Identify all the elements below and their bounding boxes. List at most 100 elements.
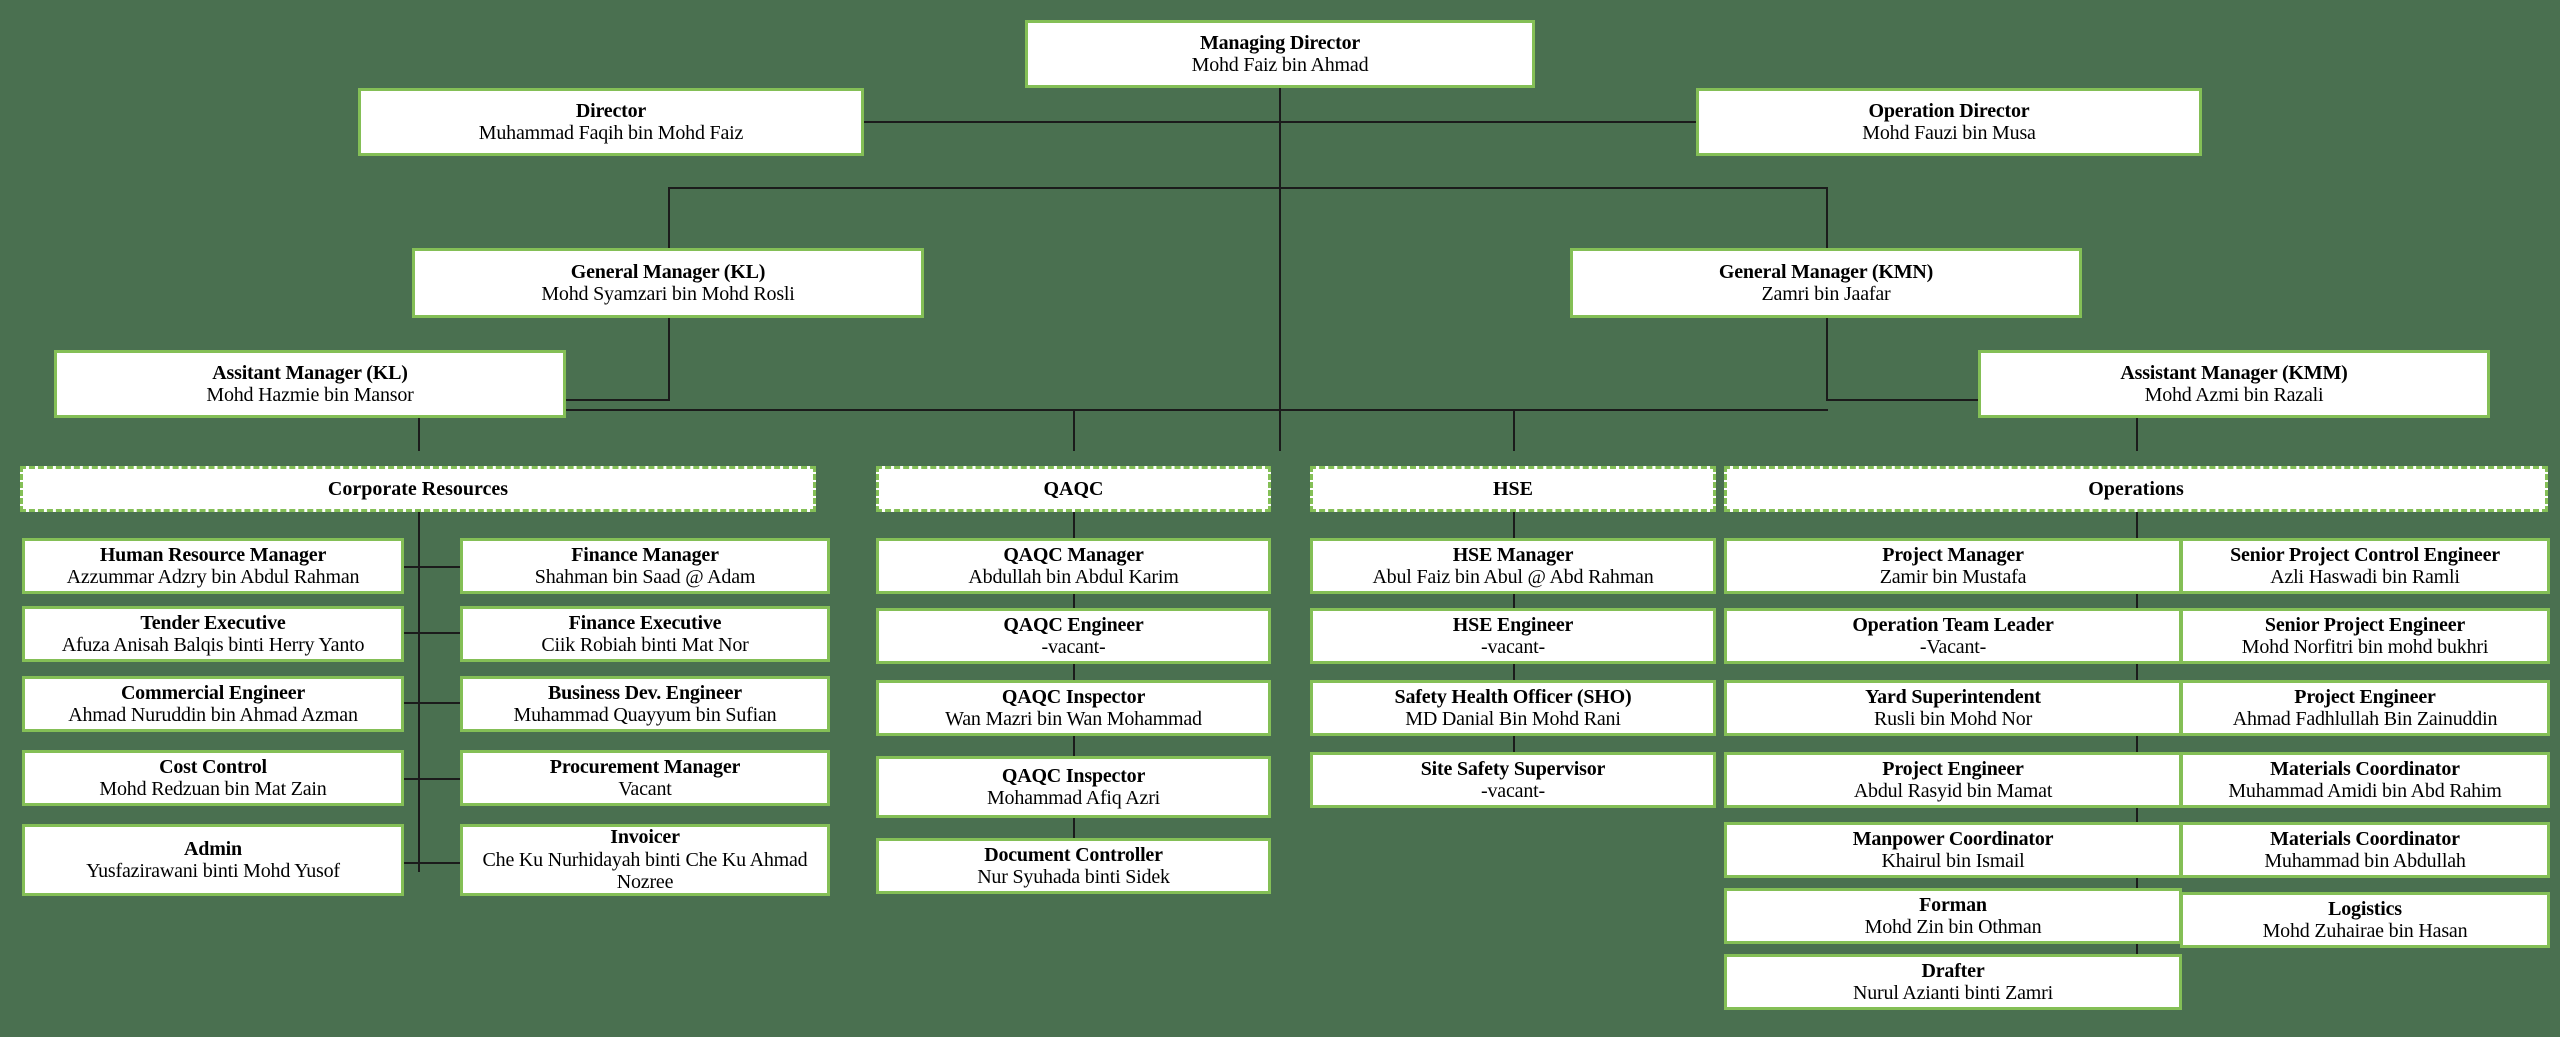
node-operations-right-3[interactable]: Project Engineer Ahmad Fadhlullah Bin Za… [2180,680,2550,736]
node-corporate-right-5[interactable]: Invoicer Che Ku Nurhidayah binti Che Ku … [460,824,830,896]
node-person: Mohd Redzuan bin Mat Zain [99,778,327,800]
node-operations-left-3[interactable]: Yard Superintendent Rusli bin Mohd Nor [1724,680,2182,736]
node-person: MD Danial Bin Mohd Rani [1405,708,1621,730]
node-title: Human Resource Manager [99,543,327,566]
node-person: Azli Haswadi bin Ramli [2270,566,2460,588]
node-person: Ciik Robiah binti Mat Nor [541,634,749,656]
node-operations-left-6[interactable]: Forman Mohd Zin bin Othman [1724,888,2182,944]
connector-corporate-r1 [403,566,463,568]
node-person: Wan Mazri bin Wan Mohammad [945,708,1202,730]
node-title: Materials Coordinator [2270,827,2460,850]
node-title: Project Engineer [2294,685,2436,708]
node-title: Commercial Engineer [120,681,306,704]
connector-corporate-spine [418,512,420,872]
node-person: Muhammad Faqih bin Mohd Faiz [478,122,744,144]
node-title: Assistant Manager (KMM) [2120,361,2348,384]
node-corporate-left-2[interactable]: Tender Executive Afuza Anisah Balqis bin… [22,606,404,662]
node-person: Zamri bin Jaafar [1761,283,1891,305]
node-person: Rusli bin Mohd Nor [1873,708,2033,730]
node-person: Muhammad Amidi bin Abd Rahim [2228,780,2502,802]
node-hse-4[interactable]: Site Safety Supervisor -vacant- [1310,752,1716,808]
node-operation-director[interactable]: Operation Director Mohd Fauzi bin Musa [1696,88,2202,156]
node-qaqc-4[interactable]: QAQC Inspector Mohammad Afiq Azri [876,756,1271,818]
node-hse-1[interactable]: HSE Manager Abul Faiz bin Abul @ Abd Rah… [1310,538,1716,594]
node-qaqc-5[interactable]: Document Controller Nur Syuhada binti Si… [876,838,1271,894]
node-person: Afuza Anisah Balqis binti Herry Yanto [61,634,365,656]
node-person: Nurul Azianti binti Zamri [1853,982,2053,1004]
node-person: Mohd Fauzi bin Musa [1862,122,2036,144]
node-title: Senior Project Engineer [2264,613,2466,636]
connector-gmkl-to-am [668,317,670,401]
node-person: Ahmad Fadhlullah Bin Zainuddin [2232,708,2498,730]
node-hse-3[interactable]: Safety Health Officer (SHO) MD Danial Bi… [1310,680,1716,736]
node-operations-right-5[interactable]: Materials Coordinator Muhammad bin Abdul… [2180,822,2550,878]
node-person: Mohammad Afiq Azri [986,787,1161,809]
node-assistant-manager-kmm[interactable]: Assistant Manager (KMM) Mohd Azmi bin Ra… [1978,350,2490,418]
node-title: Project Manager [1882,543,2024,566]
node-operations-left-4[interactable]: Project Engineer Abdul Rasyid bin Mamat [1724,752,2182,808]
node-person: Zamir bin Mustafa [1879,566,2027,588]
connector-gmkl-drop [668,187,670,250]
node-managing-director[interactable]: Managing Director Mohd Faiz bin Ahmad [1025,20,1535,88]
node-title: Document Controller [984,843,1163,866]
connector-am-kmm [1826,399,1978,401]
node-person: -vacant- [1481,636,1545,658]
node-corporate-left-1[interactable]: Human Resource Manager Azzummar Adzry bi… [22,538,404,594]
node-title: Drafter [1921,959,1985,982]
node-person: Muhammad bin Abdullah [2264,850,2466,872]
department-header-corporate-resources[interactable]: Corporate Resources [20,466,816,512]
node-title: Manpower Coordinator [1852,827,2054,850]
node-operations-right-6[interactable]: Logistics Mohd Zuhairae bin Hasan [2180,892,2550,948]
node-title: Finance Manager [571,543,719,566]
node-corporate-right-2[interactable]: Finance Executive Ciik Robiah binti Mat … [460,606,830,662]
node-title: Operation Director [1868,99,2030,122]
node-corporate-right-1[interactable]: Finance Manager Shahman bin Saad @ Adam [460,538,830,594]
connector-corporate-r5 [403,862,463,864]
node-title: Assitant Manager (KL) [212,361,408,384]
node-person: Abul Faiz bin Abul @ Abd Rahman [1372,566,1654,588]
connector-gmkmn-drop [1826,187,1828,250]
node-operations-left-5[interactable]: Manpower Coordinator Khairul bin Ismail [1724,822,2182,878]
node-hse-2[interactable]: HSE Engineer -vacant- [1310,608,1716,664]
node-corporate-right-4[interactable]: Procurement Manager Vacant [460,750,830,806]
node-assistant-manager-kl[interactable]: Assitant Manager (KL) Mohd Hazmie bin Ma… [54,350,566,418]
node-title: Materials Coordinator [2270,757,2460,780]
node-person: Mohd Faiz bin Ahmad [1191,54,1369,76]
node-qaqc-1[interactable]: QAQC Manager Abdullah bin Abdul Karim [876,538,1271,594]
node-operations-right-1[interactable]: Senior Project Control Engineer Azli Has… [2180,538,2550,594]
node-title: Site Safety Supervisor [1420,757,1606,780]
node-operations-left-7[interactable]: Drafter Nurul Azianti binti Zamri [1724,954,2182,1010]
node-title: Invoicer [610,826,680,849]
node-corporate-left-3[interactable]: Commercial Engineer Ahmad Nuruddin bin A… [22,676,404,732]
node-corporate-left-5[interactable]: Admin Yusfazirawani binti Mohd Yusof [22,824,404,896]
node-title: Operation Team Leader [1852,613,2054,636]
connector-director-row [862,121,1698,123]
node-person: Nur Syuhada binti Sidek [977,866,1170,888]
connector-dept-corporate-drop [418,409,420,451]
department-label: Operations [2088,477,2184,500]
node-director[interactable]: Director Muhammad Faqih bin Mohd Faiz [358,88,864,156]
node-title: Cost Control [159,755,267,778]
node-operations-right-2[interactable]: Senior Project Engineer Mohd Norfitri bi… [2180,608,2550,664]
node-title: QAQC Manager [1003,543,1144,566]
node-general-manager-kmn[interactable]: General Manager (KMN) Zamri bin Jaafar [1570,248,2082,318]
department-header-operations[interactable]: Operations [1724,466,2548,512]
node-operations-left-1[interactable]: Project Manager Zamir bin Mustafa [1724,538,2182,594]
node-person: Yusfazirawani binti Mohd Yusof [86,860,340,882]
node-general-manager-kl[interactable]: General Manager (KL) Mohd Syamzari bin M… [412,248,924,318]
department-header-qaqc[interactable]: QAQC [876,466,1271,512]
node-title: Tender Executive [140,611,286,634]
node-operations-left-2[interactable]: Operation Team Leader -Vacant- [1724,608,2182,664]
node-person: Mohd Norfitri bin mohd bukhri [2241,636,2489,658]
connector-corporate-r4 [403,778,463,780]
node-operations-right-4[interactable]: Materials Coordinator Muhammad Amidi bin… [2180,752,2550,808]
department-header-hse[interactable]: HSE [1310,466,1716,512]
node-person: -vacant- [1041,636,1106,658]
node-title: Procurement Manager [549,755,741,778]
node-corporate-right-3[interactable]: Business Dev. Engineer Muhammad Quayyum … [460,676,830,732]
node-qaqc-3[interactable]: QAQC Inspector Wan Mazri bin Wan Mohamma… [876,680,1271,736]
node-qaqc-2[interactable]: QAQC Engineer -vacant- [876,608,1271,664]
node-corporate-left-4[interactable]: Cost Control Mohd Redzuan bin Mat Zain [22,750,404,806]
node-title: Logistics [2328,897,2402,920]
